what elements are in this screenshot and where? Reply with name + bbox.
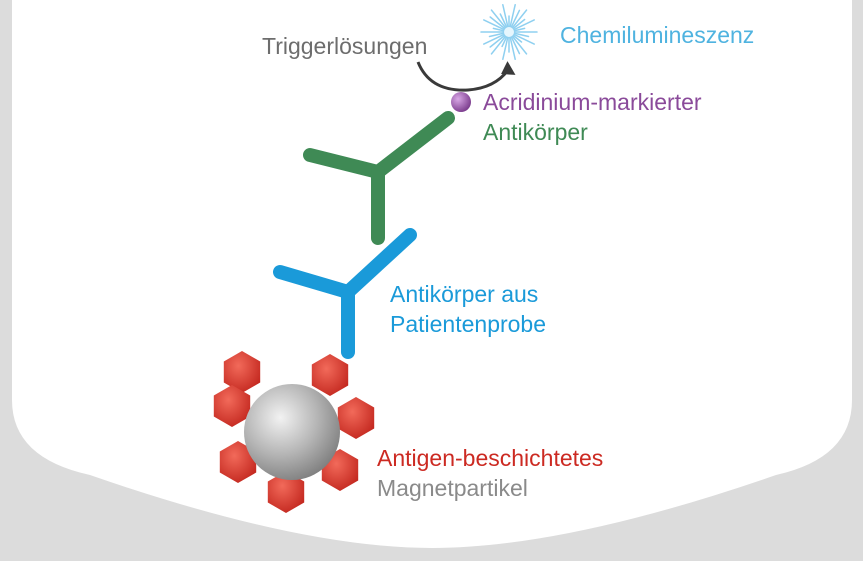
flash-core <box>504 27 514 37</box>
acridinium-label-line1: Acridinium-markierter <box>483 89 702 115</box>
trigger-arrowhead <box>501 61 516 75</box>
antigen-hexagon-icon <box>219 441 257 483</box>
antigen-hexagon-icon <box>337 397 375 439</box>
patient-label-line1: Antikörper aus <box>390 281 538 307</box>
acridinium-dot-icon <box>451 92 471 112</box>
antigen-hexagon-icon <box>311 354 349 396</box>
chemiluminescence-label: Chemilumineszenz <box>560 22 754 48</box>
magnetic-particle-icon <box>244 384 340 480</box>
antigen-hexagon-icon <box>213 385 251 427</box>
patient-label-line2: Patientenprobe <box>390 311 546 337</box>
antigen-label-line2: Magnetpartikel <box>377 475 528 501</box>
antigen-hexagon-icon <box>267 471 305 513</box>
antigen-hexagons <box>213 351 375 513</box>
patient-antibody-icon <box>273 228 417 359</box>
antigen-label-line1: Antigen-beschichtetes <box>377 445 603 471</box>
trigger-arrow <box>416 61 510 92</box>
trigger-label: Triggerlösungen <box>262 33 427 59</box>
antigen-hexagon-icon <box>223 351 261 393</box>
acridinium-antibody-icon <box>303 111 455 245</box>
acridinium-label-line2: Antikörper <box>483 119 588 145</box>
